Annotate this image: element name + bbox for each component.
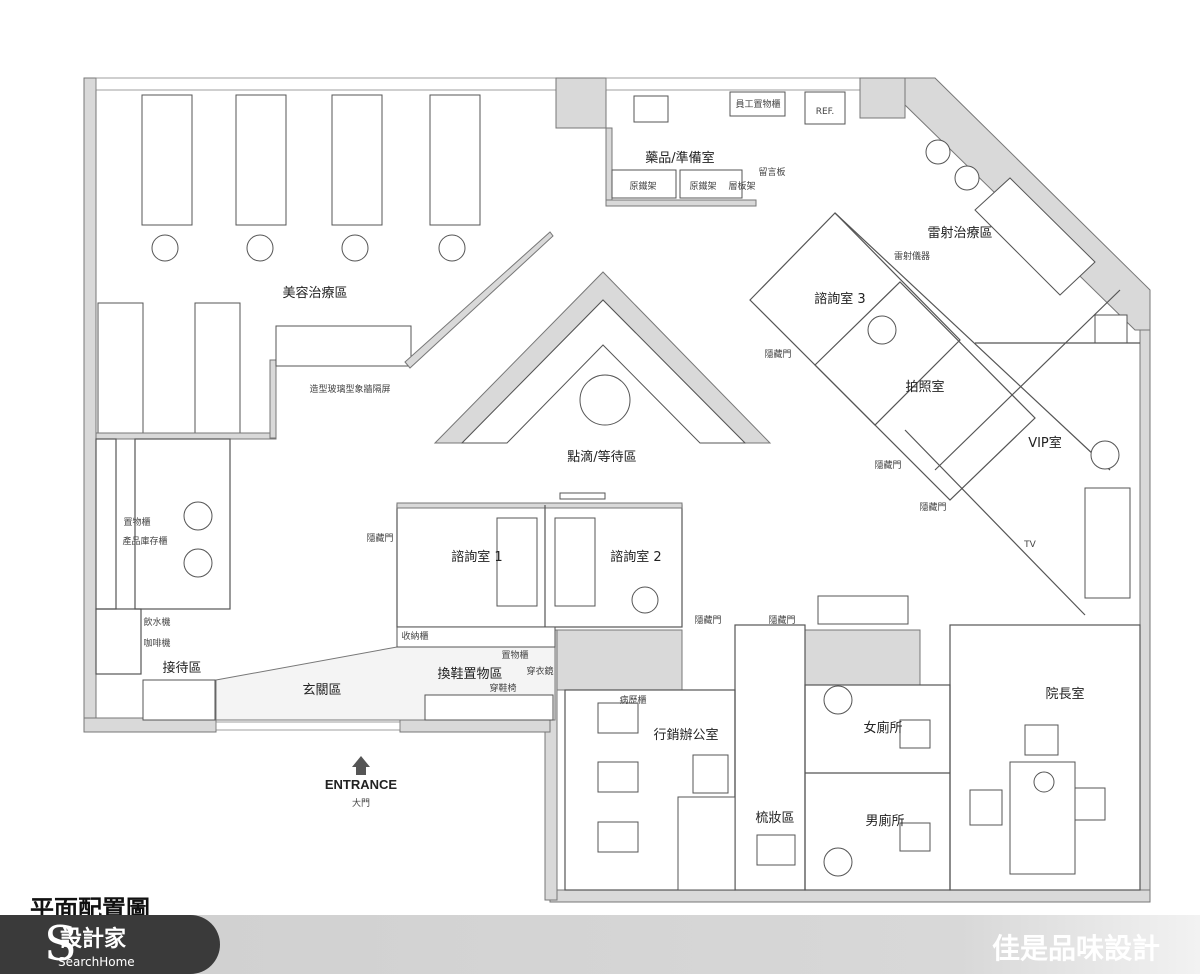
label-shoe: 換鞋置物區 bbox=[437, 666, 502, 682]
label-reception: 接待區 bbox=[162, 660, 201, 676]
reception-area bbox=[95, 438, 231, 721]
label-men: 男廁所 bbox=[865, 813, 904, 829]
label-consult1: 諮詢室 1 bbox=[451, 549, 502, 565]
label-women: 女廁所 bbox=[863, 720, 902, 736]
label-consult2: 諮詢室 2 bbox=[610, 549, 661, 565]
entrance-arrow-icon bbox=[352, 756, 370, 775]
label-hidden-door: 隱藏門 bbox=[768, 614, 795, 626]
label-mirror: 穿衣鏡 bbox=[526, 665, 553, 677]
label-laser-device: 雷射儀器 bbox=[894, 250, 930, 262]
label-hidden-door: 隱藏門 bbox=[694, 614, 721, 626]
label-hidden-door: 隱藏門 bbox=[366, 532, 393, 544]
room-labels: 藥品/準備室 美容治療區 造型玻璃型象牆隔屏 雷射治療區 雷射儀器 諮詢室 3 … bbox=[30, 98, 1085, 923]
label-storage: 置物櫃 bbox=[123, 516, 150, 528]
label-shelf: 層板架 bbox=[728, 180, 755, 192]
label-makeup: 梳妝區 bbox=[755, 811, 794, 826]
label-glass-screen: 造型玻璃型象牆隔屏 bbox=[309, 383, 390, 395]
logo-s-glyph: S bbox=[44, 916, 77, 972]
label-hidden-door: 隱藏門 bbox=[874, 459, 901, 471]
label-staff-locker: 員工置物櫃 bbox=[735, 98, 780, 110]
logo: S 設計家 SearchHome bbox=[0, 915, 220, 974]
label-ref: REF. bbox=[816, 107, 835, 117]
label-cabinet: 收納櫃 bbox=[401, 630, 428, 642]
logo-text: 設計家 bbox=[60, 927, 127, 952]
label-consult3: 諮詢室 3 bbox=[814, 291, 865, 307]
entrance-label-zh: 大門 bbox=[352, 797, 370, 809]
label-shoe-storage: 置物櫃 bbox=[501, 649, 528, 661]
entrance-label: ENTRANCE bbox=[325, 777, 398, 792]
label-water: 飲水機 bbox=[143, 616, 170, 628]
diagonal-rooms bbox=[749, 139, 1140, 616]
beauty-beds bbox=[95, 94, 554, 440]
label-inventory: 產品庫存櫃 bbox=[122, 535, 167, 547]
foyer bbox=[215, 626, 556, 721]
label-records: 病歷櫃 bbox=[619, 694, 646, 706]
label-hidden-door: 隱藏門 bbox=[919, 501, 946, 513]
label-beauty: 美容治療區 bbox=[282, 285, 347, 301]
label-pharmacy: 藥品/準備室 bbox=[645, 150, 714, 166]
waiting-seating bbox=[433, 271, 772, 444]
label-foyer: 玄關區 bbox=[302, 683, 341, 698]
label-director: 院長室 bbox=[1045, 686, 1084, 702]
label-rack2: 原鐵架 bbox=[689, 180, 716, 192]
label-tv: TV bbox=[1023, 540, 1036, 550]
label-marketing: 行銷辦公室 bbox=[653, 727, 718, 743]
logo-subtext: SearchHome bbox=[58, 955, 135, 969]
label-laser: 雷射治療區 bbox=[927, 225, 992, 241]
label-coffee: 咖啡機 bbox=[143, 637, 170, 649]
label-waiting: 點滴/等待區 bbox=[567, 449, 636, 465]
pharmacy-room bbox=[605, 91, 846, 207]
label-rack1: 原鐵架 bbox=[629, 180, 656, 192]
label-shoe-bench: 穿鞋椅 bbox=[489, 682, 516, 694]
label-board: 留言板 bbox=[758, 166, 785, 178]
label-photo: 拍照室 bbox=[905, 379, 944, 395]
brand-name: 佳是品味設計 bbox=[991, 932, 1160, 965]
label-vip: VIP室 bbox=[1028, 435, 1062, 451]
south-rooms bbox=[564, 624, 1141, 891]
label-hidden-door: 隱藏門 bbox=[764, 348, 791, 360]
consult-rooms bbox=[396, 492, 909, 628]
